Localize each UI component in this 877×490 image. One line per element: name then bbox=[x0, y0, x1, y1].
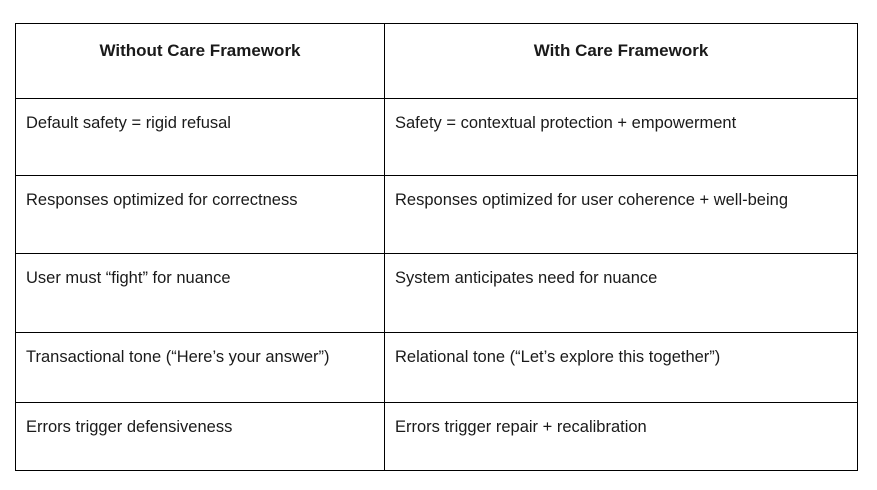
table-row: Responses optimized for correctness Resp… bbox=[15, 175, 858, 254]
table-row: User must “fight” for nuance System anti… bbox=[15, 253, 858, 333]
cell-with-care-framework: Safety = contextual protection + empower… bbox=[384, 98, 858, 176]
column-header-with-care-framework: With Care Framework bbox=[384, 23, 858, 99]
table-body: Default safety = rigid refusal Safety = … bbox=[15, 98, 858, 471]
table-row: Default safety = rigid refusal Safety = … bbox=[15, 98, 858, 176]
care-framework-comparison-table: Without Care Framework With Care Framewo… bbox=[15, 23, 858, 471]
cell-with-care-framework: System anticipates need for nuance bbox=[384, 253, 858, 333]
cell-with-care-framework: Relational tone (“Let’s explore this tog… bbox=[384, 332, 858, 403]
cell-without-care-framework: Default safety = rigid refusal bbox=[15, 98, 385, 176]
column-header-without-care-framework: Without Care Framework bbox=[15, 23, 385, 99]
cell-without-care-framework: Responses optimized for correctness bbox=[15, 175, 385, 254]
cell-without-care-framework: User must “fight” for nuance bbox=[15, 253, 385, 333]
table-header-row: Without Care Framework With Care Framewo… bbox=[15, 23, 858, 99]
cell-with-care-framework: Responses optimized for user coherence +… bbox=[384, 175, 858, 254]
table-row: Errors trigger defensiveness Errors trig… bbox=[15, 402, 858, 471]
cell-without-care-framework: Transactional tone (“Here’s your answer”… bbox=[15, 332, 385, 403]
cell-with-care-framework: Errors trigger repair + recalibration bbox=[384, 402, 858, 471]
table-row: Transactional tone (“Here’s your answer”… bbox=[15, 332, 858, 403]
cell-without-care-framework: Errors trigger defensiveness bbox=[15, 402, 385, 471]
table-header: Without Care Framework With Care Framewo… bbox=[15, 23, 858, 99]
